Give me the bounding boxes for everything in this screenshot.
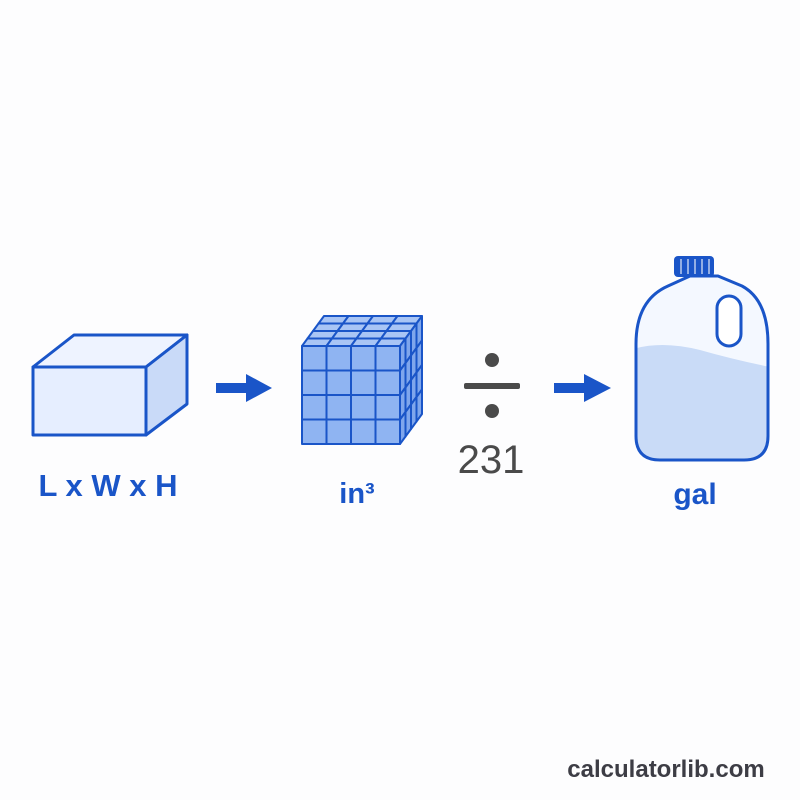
cube-cell bbox=[301, 345, 328, 372]
cube-cell bbox=[325, 369, 352, 396]
cube-cell bbox=[325, 418, 352, 445]
cube-cell bbox=[325, 394, 352, 421]
cube-grid-icon bbox=[301, 315, 423, 445]
cube-cell bbox=[301, 418, 328, 445]
divide-icon bbox=[464, 353, 520, 418]
cube-cell bbox=[374, 394, 401, 421]
arrow-right-icon bbox=[554, 374, 611, 402]
cube-cell bbox=[350, 418, 377, 445]
arrow-right-icon bbox=[216, 374, 272, 402]
cube-cell bbox=[301, 369, 328, 396]
cube-cell bbox=[415, 388, 423, 423]
cube-cell bbox=[374, 369, 401, 396]
dimensions-label: L x W x H bbox=[38, 468, 178, 503]
gallons-label: gal bbox=[673, 478, 717, 511]
cubic-inches-label: in³ bbox=[339, 478, 375, 510]
cube-cell bbox=[374, 418, 401, 445]
site-watermark: calculatorlib.com bbox=[567, 756, 765, 783]
box-icon bbox=[31, 333, 189, 437]
cube-cell bbox=[325, 345, 352, 372]
cube-cell bbox=[374, 345, 401, 372]
gallon-jug-icon bbox=[634, 256, 770, 462]
cube-cell bbox=[350, 369, 377, 396]
divisor-value: 231 bbox=[457, 438, 525, 482]
cube-cell bbox=[301, 394, 328, 421]
cube-cell bbox=[350, 394, 377, 421]
cube-cell bbox=[350, 345, 377, 372]
